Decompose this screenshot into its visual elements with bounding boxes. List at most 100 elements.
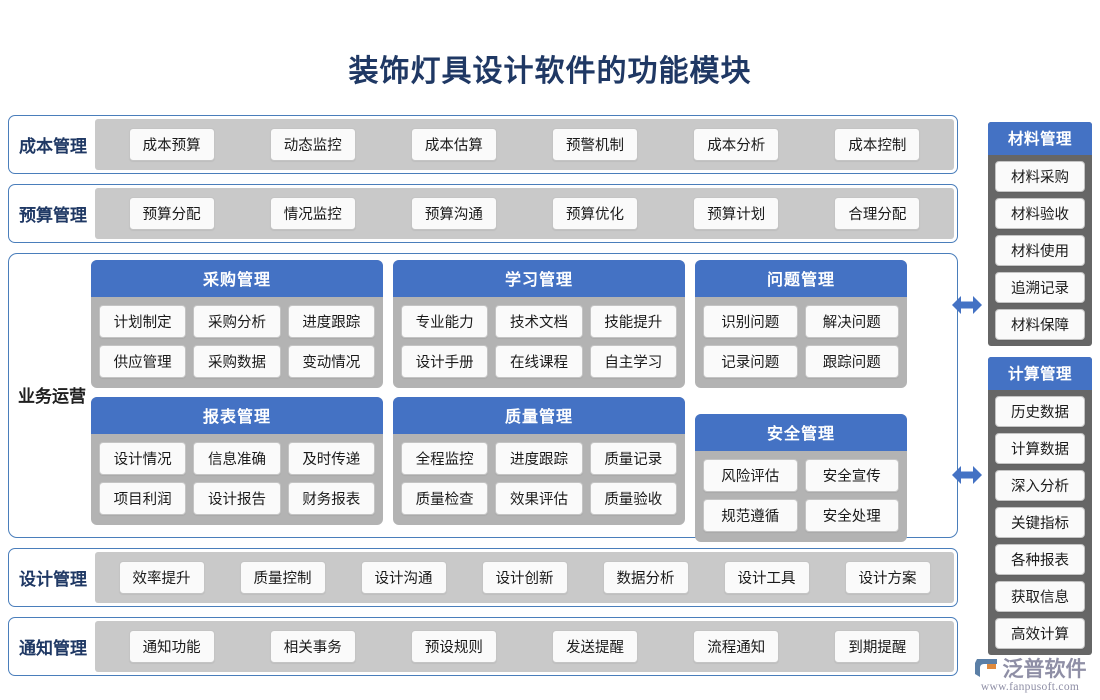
pill-safety-0-0[interactable]: 风险评估 bbox=[703, 459, 798, 492]
card-title-purchase: 采购管理 bbox=[91, 260, 383, 297]
pill-purchase-0-2[interactable]: 进度跟踪 bbox=[287, 305, 375, 338]
pill-purchase-1-2[interactable]: 变动情况 bbox=[287, 345, 375, 378]
pill-issue-0-1[interactable]: 解决问题 bbox=[804, 305, 899, 338]
pill-learning-0-0[interactable]: 专业能力 bbox=[401, 305, 489, 338]
pill-quality-0-2[interactable]: 质量记录 bbox=[589, 442, 677, 475]
pill-notify-5[interactable]: 到期提醒 bbox=[834, 630, 921, 663]
pill-report-1-1[interactable]: 设计报告 bbox=[193, 482, 281, 515]
page-title: 装饰灯具设计软件的功能模块 bbox=[348, 55, 752, 88]
pill-cost-4[interactable]: 成本分析 bbox=[693, 128, 780, 161]
pill-issue-1-1[interactable]: 跟踪问题 bbox=[804, 345, 899, 378]
pill-purchase-1-0[interactable]: 供应管理 bbox=[99, 345, 187, 378]
pill-purchase-0-0[interactable]: 计划制定 bbox=[99, 305, 187, 338]
card-body-report: 设计情况 信息准确 及时传递 项目利润 设计报告 财务报表 bbox=[91, 434, 383, 525]
card-row: 项目利润 设计报告 财务报表 bbox=[99, 482, 375, 515]
pill-notify-0[interactable]: 通知功能 bbox=[128, 630, 215, 663]
pill-report-1-2[interactable]: 财务报表 bbox=[287, 482, 375, 515]
pill-issue-0-0[interactable]: 识别问题 bbox=[703, 305, 798, 338]
sidebar-item-material-4[interactable]: 材料保障 bbox=[995, 309, 1085, 340]
pill-quality-1-1[interactable]: 效果评估 bbox=[495, 482, 583, 515]
ops-label: 业务运营 bbox=[18, 387, 86, 406]
card-row: 专业能力 技术文档 技能提升 bbox=[401, 305, 677, 338]
card-body-safety: 风险评估 安全宣传 规范遵循 安全处理 bbox=[695, 451, 907, 542]
card-report-management: 报表管理 设计情况 信息准确 及时传递 项目利润 设计报告 财务报表 bbox=[91, 397, 383, 525]
sidebar-item-calculation-1[interactable]: 计算数据 bbox=[995, 433, 1085, 464]
card-title-safety: 安全管理 bbox=[695, 414, 907, 451]
pill-safety-0-1[interactable]: 安全宣传 bbox=[804, 459, 899, 492]
pill-notify-4[interactable]: 流程通知 bbox=[693, 630, 780, 663]
row-strip-notification: 通知功能 相关事务 预设规则 发送提醒 流程通知 到期提醒 bbox=[95, 621, 954, 672]
pill-budget-2[interactable]: 预算沟通 bbox=[410, 197, 497, 230]
card-safety-management: 安全管理 风险评估 安全宣传 规范遵循 安全处理 bbox=[695, 414, 907, 542]
sidebar-item-calculation-0[interactable]: 历史数据 bbox=[995, 396, 1085, 427]
sidebar-item-calculation-5[interactable]: 获取信息 bbox=[995, 581, 1085, 612]
sidebar-item-calculation-2[interactable]: 深入分析 bbox=[995, 470, 1085, 501]
card-body-issue: 识别问题 解决问题 记录问题 跟踪问题 bbox=[695, 297, 907, 388]
pill-learning-1-2[interactable]: 自主学习 bbox=[589, 345, 677, 378]
double-arrow-icon-bottom bbox=[950, 462, 984, 488]
pill-cost-2[interactable]: 成本估算 bbox=[410, 128, 497, 161]
pill-learning-1-0[interactable]: 设计手册 bbox=[401, 345, 489, 378]
pill-design-3[interactable]: 设计创新 bbox=[481, 561, 568, 594]
pill-notify-2[interactable]: 预设规则 bbox=[410, 630, 497, 663]
brand-logo: 泛普软件 www.fanpusoft.com bbox=[965, 653, 1095, 695]
pill-design-2[interactable]: 设计沟通 bbox=[360, 561, 447, 594]
pill-cost-5[interactable]: 成本控制 bbox=[834, 128, 921, 161]
ops-grid: 采购管理 计划制定 采购分析 进度跟踪 供应管理 采购数据 变动情况 bbox=[91, 260, 949, 542]
pill-purchase-1-1[interactable]: 采购数据 bbox=[193, 345, 281, 378]
pill-budget-5[interactable]: 合理分配 bbox=[834, 197, 921, 230]
pill-budget-3[interactable]: 预算优化 bbox=[552, 197, 639, 230]
pill-design-1[interactable]: 质量控制 bbox=[239, 561, 326, 594]
sidebar-item-material-2[interactable]: 材料使用 bbox=[995, 235, 1085, 266]
business-operations-panel: 业务运营 采购管理 计划制定 采购分析 进度跟踪 供应管理 采购数据 bbox=[8, 253, 958, 542]
row-label-design: 设计管理 bbox=[19, 570, 87, 589]
pill-budget-4[interactable]: 预算计划 bbox=[693, 197, 780, 230]
card-row: 风险评估 安全宣传 bbox=[703, 459, 899, 492]
pill-report-1-0[interactable]: 项目利润 bbox=[99, 482, 187, 515]
pill-quality-0-0[interactable]: 全程监控 bbox=[401, 442, 489, 475]
sidebar-item-calculation-3[interactable]: 关键指标 bbox=[995, 507, 1085, 538]
pill-purchase-0-1[interactable]: 采购分析 bbox=[193, 305, 281, 338]
sidebar-items-calculation: 历史数据 计算数据 深入分析 关键指标 各种报表 获取信息 高效计算 bbox=[988, 390, 1092, 649]
sidebar-items-material: 材料采购 材料验收 材料使用 追溯记录 材料保障 bbox=[988, 155, 1092, 340]
card-body-quality: 全程监控 进度跟踪 质量记录 质量检查 效果评估 质量验收 bbox=[393, 434, 685, 525]
sidebar-item-calculation-4[interactable]: 各种报表 bbox=[995, 544, 1085, 575]
row-strip-design: 效率提升 质量控制 设计沟通 设计创新 数据分析 设计工具 设计方案 bbox=[95, 552, 954, 603]
sidebar-item-material-1[interactable]: 材料验收 bbox=[995, 198, 1085, 229]
pill-report-0-1[interactable]: 信息准确 bbox=[193, 442, 281, 475]
sidebar-item-material-0[interactable]: 材料采购 bbox=[995, 161, 1085, 192]
pill-cost-3[interactable]: 预警机制 bbox=[552, 128, 639, 161]
pill-budget-0[interactable]: 预算分配 bbox=[128, 197, 215, 230]
pill-quality-0-1[interactable]: 进度跟踪 bbox=[495, 442, 583, 475]
pill-cost-1[interactable]: 动态监控 bbox=[269, 128, 356, 161]
pill-quality-1-0[interactable]: 质量检查 bbox=[401, 482, 489, 515]
sidebar-item-material-3[interactable]: 追溯记录 bbox=[995, 272, 1085, 303]
pill-report-0-2[interactable]: 及时传递 bbox=[287, 442, 375, 475]
card-row: 规范遵循 安全处理 bbox=[703, 499, 899, 532]
card-purchase-management: 采购管理 计划制定 采购分析 进度跟踪 供应管理 采购数据 变动情况 bbox=[91, 260, 383, 388]
pill-notify-3[interactable]: 发送提醒 bbox=[552, 630, 639, 663]
pill-design-0[interactable]: 效率提升 bbox=[118, 561, 205, 594]
pill-design-4[interactable]: 数据分析 bbox=[602, 561, 689, 594]
logo-name: 泛普软件 bbox=[1002, 658, 1087, 681]
pill-learning-1-1[interactable]: 在线课程 bbox=[495, 345, 583, 378]
pill-design-6[interactable]: 设计方案 bbox=[844, 561, 931, 594]
pill-budget-1[interactable]: 情况监控 bbox=[269, 197, 356, 230]
logo-url: www.fanpusoft.com bbox=[980, 681, 1080, 693]
pill-safety-1-1[interactable]: 安全处理 bbox=[804, 499, 899, 532]
pill-design-5[interactable]: 设计工具 bbox=[723, 561, 810, 594]
pill-notify-1[interactable]: 相关事务 bbox=[269, 630, 356, 663]
row-design-management: 设计管理 效率提升 质量控制 设计沟通 设计创新 数据分析 设计工具 设计方案 bbox=[8, 548, 958, 607]
pill-issue-1-0[interactable]: 记录问题 bbox=[703, 345, 798, 378]
pill-learning-0-2[interactable]: 技能提升 bbox=[589, 305, 677, 338]
logo-main: 泛普软件 bbox=[974, 653, 1087, 683]
row-label-budget: 预算管理 bbox=[19, 206, 87, 225]
pill-learning-0-1[interactable]: 技术文档 bbox=[495, 305, 583, 338]
sidebar-item-calculation-6[interactable]: 高效计算 bbox=[995, 618, 1085, 649]
pill-cost-0[interactable]: 成本预算 bbox=[128, 128, 215, 161]
row-label-cost: 成本管理 bbox=[19, 137, 87, 156]
pill-quality-1-2[interactable]: 质量验收 bbox=[589, 482, 677, 515]
pill-safety-1-0[interactable]: 规范遵循 bbox=[703, 499, 798, 532]
card-title-learning: 学习管理 bbox=[393, 260, 685, 297]
pill-report-0-0[interactable]: 设计情况 bbox=[99, 442, 187, 475]
